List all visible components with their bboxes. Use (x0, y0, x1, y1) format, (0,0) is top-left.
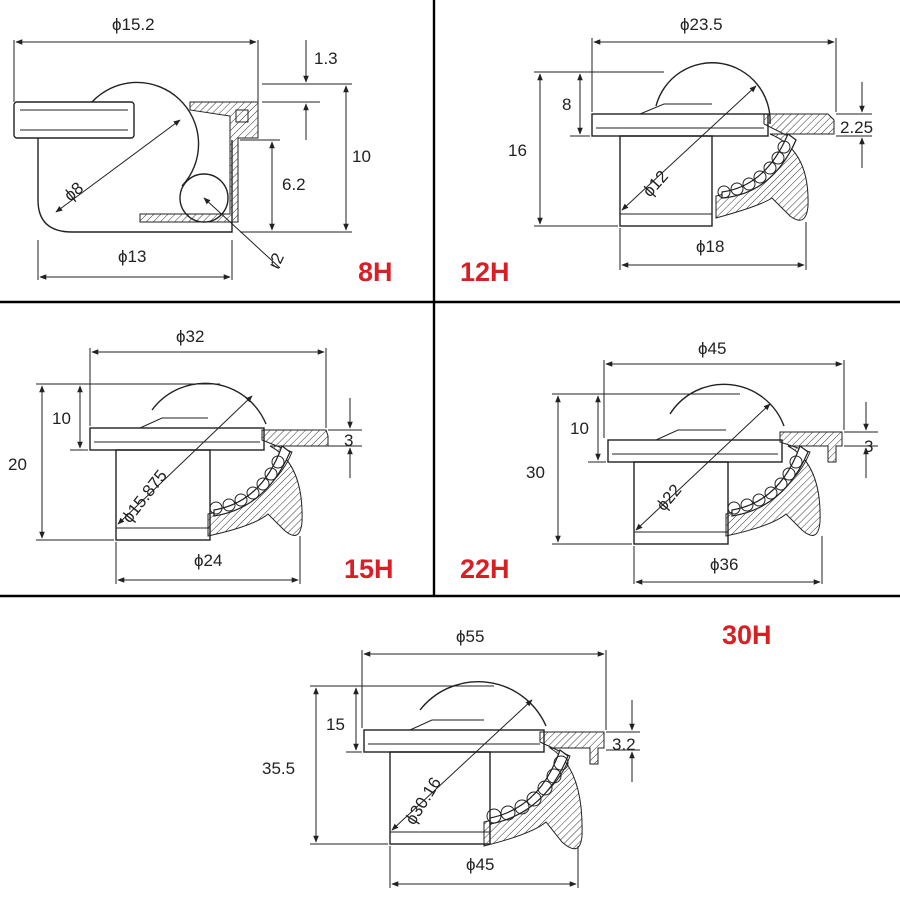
dim-flange-height: 15 (326, 715, 345, 734)
dim-ball-diameter: ϕ30.16 (401, 774, 445, 828)
dimension-lines (36, 348, 362, 584)
dim-base-diameter: ϕ18 (696, 237, 724, 256)
dim-top-diameter: ϕ45 (698, 339, 726, 358)
part-drawing (13, 81, 259, 233)
dim-flange-thickness: 3 (864, 437, 873, 456)
dim-flange-thickness: 3 (344, 431, 353, 450)
part-drawing (607, 383, 843, 545)
model-label: 8H (358, 257, 393, 287)
dim-total-height: 10 (352, 147, 371, 166)
model-label: 22H (460, 554, 510, 584)
dim-base-diameter: ϕ13 (118, 247, 146, 266)
dim-flange-thickness: 1.3 (314, 49, 338, 68)
dim-total-height: 35.5 (262, 759, 295, 778)
dim-body-height: 6.2 (282, 175, 306, 194)
dim-flange-thickness: 3.2 (612, 735, 636, 754)
dim-flange-height: 10 (52, 409, 71, 428)
model-label: 15H (344, 554, 394, 584)
dimension-lines (534, 38, 872, 270)
model-label: 30H (722, 620, 772, 650)
panel-30h: ϕ55 15 35.5 3.2 ϕ30.16 ϕ45 30H (262, 620, 772, 888)
dim-top-diameter: ϕ23.5 (680, 15, 723, 34)
dim-total-height: 20 (8, 455, 27, 474)
dim-top-diameter: ϕ15.2 (112, 15, 155, 34)
panel-12h: ϕ23.5 8 16 2.25 ϕ12 ϕ18 12H (460, 15, 873, 287)
dim-flange-height: 10 (570, 419, 589, 438)
dim-ball-diameter: ϕ15.875 (118, 466, 171, 526)
dim-base-diameter: ϕ45 (466, 855, 494, 874)
dim-base-diameter: ϕ36 (710, 555, 738, 574)
model-label: 12H (460, 257, 510, 287)
dim-top-diameter: ϕ55 (456, 627, 484, 646)
dim-ball-diameter: ϕ12 (639, 167, 672, 201)
dim-ball-diameter: ϕ8 (60, 178, 87, 205)
panel-15h: ϕ32 10 20 3 ϕ15.875 ϕ24 15H (8, 327, 394, 584)
panel-grid (0, 0, 900, 598)
panel-22h: ϕ45 10 30 3 ϕ22 ϕ36 22H (460, 339, 878, 585)
part-drawing (363, 681, 605, 850)
dim-flange-height: 8 (562, 95, 571, 114)
dim-total-height: 16 (508, 141, 527, 160)
dim-radius: r2 (264, 250, 288, 272)
dim-flange-thickness: 2.25 (840, 118, 873, 137)
dimension-lines (310, 650, 640, 888)
dim-top-diameter: ϕ32 (176, 327, 204, 346)
dim-total-height: 30 (526, 463, 545, 482)
dimension-lines (13, 39, 352, 280)
dim-base-diameter: ϕ24 (194, 551, 222, 570)
panel-8h: ϕ15.2 1.3 10 6.2 ϕ8 ϕ13 r2 8H (13, 15, 393, 287)
dimension-lines (552, 360, 878, 585)
part-drawing (591, 62, 835, 227)
